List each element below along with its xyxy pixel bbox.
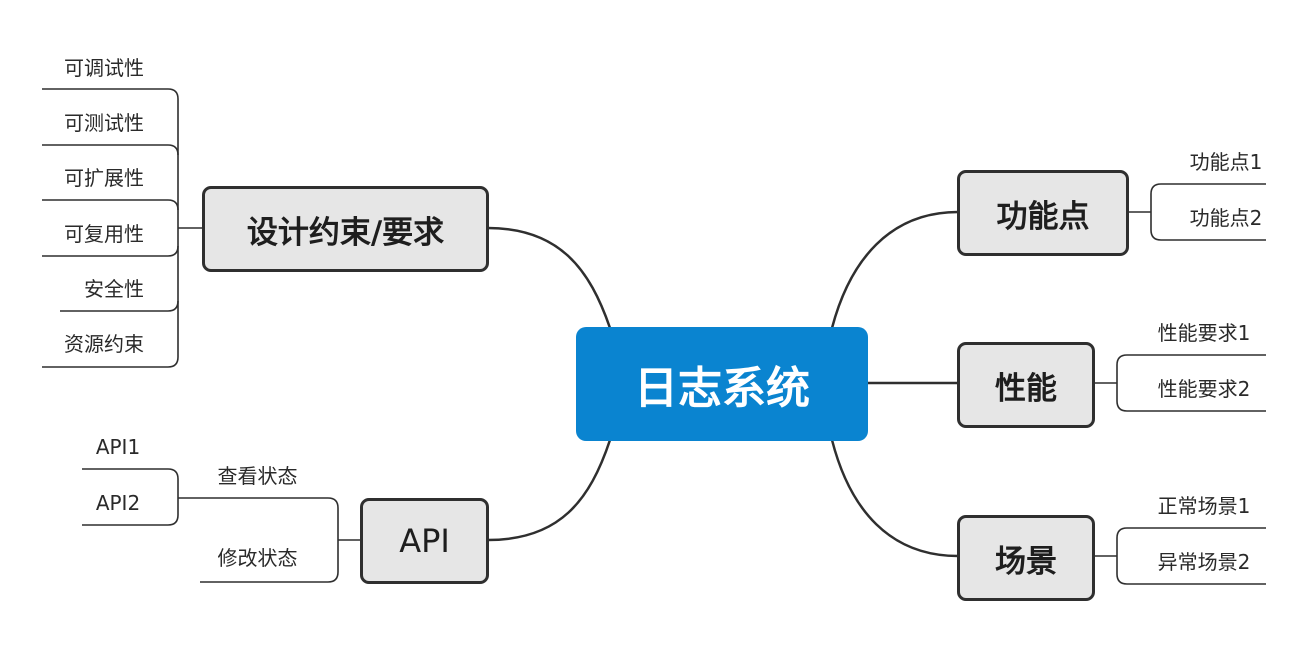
root-label: 日志系统 [634,363,810,414]
leaf-api-view[interactable]: 查看状态 [217,464,298,488]
underline-design-2 [42,199,179,211]
branch-performance[interactable]: 性能 [957,342,1095,428]
leaf-design-6[interactable]: 资源约束 [64,332,144,356]
leaf-design-4[interactable]: 可复用性 [64,222,144,246]
connector-root-api [486,438,612,542]
connector-root-features [830,210,960,330]
root-node[interactable]: 日志系统 [576,327,868,441]
leaf-features-2[interactable]: 功能点2 [1189,206,1263,230]
leaf-design-1[interactable]: 可调试性 [64,56,144,80]
branch-features[interactable]: 功能点 [957,170,1129,256]
leaf-api-1[interactable]: API1 [95,435,141,459]
branch-design-label: 设计约束/要求 [246,214,445,251]
branch-features-label: 功能点 [996,198,1090,235]
underline-design-3 [42,245,179,257]
leaf-api-modify[interactable]: 修改状态 [217,546,298,570]
branch-design[interactable]: 设计约束/要求 [202,186,489,272]
branch-scenarios-label: 场景 [995,543,1057,580]
leaf-performance-2[interactable]: 性能要求2 [1157,377,1251,401]
leaf-scenarios-2[interactable]: 异常场景2 [1157,550,1251,574]
leaf-performance-1[interactable]: 性能要求1 [1157,321,1251,345]
underline-design-1 [42,144,179,156]
leaf-features-1[interactable]: 功能点1 [1189,150,1263,174]
branch-api-label: API [399,522,450,560]
leaf-design-5[interactable]: 安全性 [84,277,144,301]
leaf-api-2[interactable]: API2 [95,491,141,515]
branch-scenarios[interactable]: 场景 [957,515,1095,601]
connector-root-design [486,226,612,330]
leaf-design-2[interactable]: 可测试性 [64,111,144,135]
branch-api[interactable]: API [360,498,489,584]
bracket-view [82,468,179,526]
leaf-scenarios-1[interactable]: 正常场景1 [1157,494,1251,518]
connector-root-scenarios [830,438,960,558]
leaf-design-3[interactable]: 可扩展性 [64,166,144,190]
branch-performance-label: 性能 [995,370,1057,407]
underline-design-4 [60,300,179,312]
